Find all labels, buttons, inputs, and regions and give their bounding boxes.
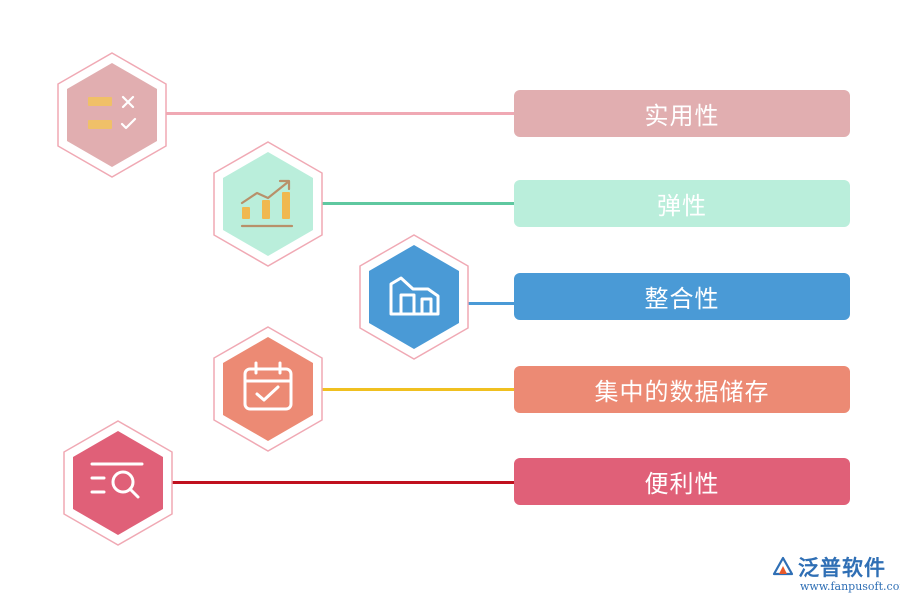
label-box-5: 便利性 <box>514 458 850 505</box>
connector-line-5 <box>166 481 516 484</box>
logo-name: 泛普软件 <box>798 556 886 580</box>
label-box-3: 整合性 <box>514 273 850 320</box>
checklist-icon <box>88 95 137 130</box>
hexagon-3 <box>359 234 469 360</box>
logo-mark-icon <box>772 556 794 576</box>
hexagon-5 <box>63 420 173 546</box>
logo-url: www.fanpusoft.com <box>800 580 900 593</box>
label-box-2: 弹性 <box>514 180 850 227</box>
label-box-4: 集中的数据储存 <box>514 366 850 413</box>
connector-line-1 <box>160 112 516 115</box>
warehouse-icon <box>389 276 440 316</box>
fanpu-logo: 泛普软件 www.fanpusoft.com <box>770 552 900 598</box>
hexagon-1 <box>57 52 167 178</box>
connector-line-3 <box>462 302 516 305</box>
calendar-check-icon <box>243 361 293 411</box>
connector-line-4 <box>316 388 516 391</box>
search-list-icon <box>90 462 144 499</box>
hexagon-2 <box>213 141 323 267</box>
label-box-1: 实用性 <box>514 90 850 137</box>
hexagon-4 <box>213 326 323 452</box>
growth-chart-icon <box>240 179 294 228</box>
connector-line-2 <box>316 202 516 205</box>
